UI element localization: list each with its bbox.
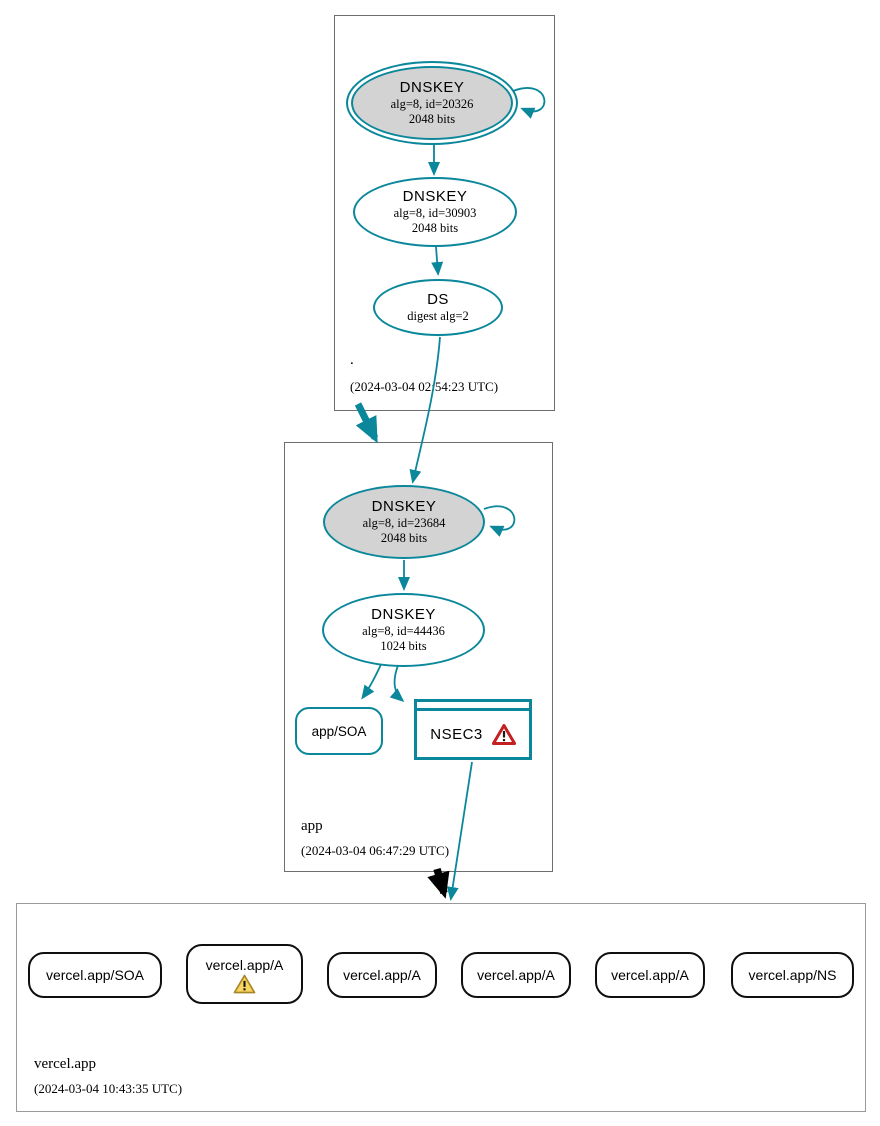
nsec3-header-strip (417, 702, 529, 711)
zone-timestamp-app: (2024-03-04 06:47:29 UTC) (301, 843, 450, 858)
node-rrset-vercel-a-2: vercel.app/A (327, 952, 437, 998)
rrset-label: vercel.app/A (611, 967, 689, 983)
warning-icon (233, 974, 256, 994)
node-title: DS (427, 290, 449, 308)
node-detail-bits: 1024 bits (380, 639, 427, 654)
rrset-label: app/SOA (311, 723, 367, 739)
rrset-label: vercel.app/A (343, 967, 421, 983)
zone-timestamp-vercel-app: (2024-03-04 10:43:35 UTC) (34, 1081, 183, 1096)
node-title: DNSKEY (402, 187, 468, 205)
zone-box-vercel-app (16, 903, 866, 1112)
node-title: DNSKEY (371, 605, 436, 623)
node-rrset-vercel-soa: vercel.app/SOA (28, 952, 162, 998)
node-detail-bits: 2048 bits (380, 531, 428, 546)
node-rrset-vercel-a-warning: vercel.app/A (186, 944, 303, 1004)
node-rrset-app-soa: app/SOA (295, 707, 383, 755)
node-dnskey-ksk-root: DNSKEY alg=8, id=20326 2048 bits (346, 61, 518, 145)
node-nsec3: NSEC3 (414, 699, 532, 760)
zone-timestamp-root: (2024-03-04 02:54:23 UTC) (350, 379, 499, 394)
error-icon (491, 723, 516, 745)
rrset-label: vercel.app/SOA (45, 967, 145, 983)
zone-label-app: app (301, 818, 323, 834)
rrset-label: vercel.app/NS (748, 967, 837, 983)
node-title: DNSKEY (371, 497, 437, 515)
zone-label-root: . (350, 352, 354, 368)
node-detail-algo: alg=8, id=30903 (393, 206, 477, 221)
zone-label-vercel-app: vercel.app (34, 1056, 97, 1072)
node-detail-bits: 2048 bits (411, 221, 459, 236)
rrset-label: vercel.app/A (205, 957, 284, 973)
node-detail-algo: alg=8, id=23684 (362, 516, 446, 531)
node-ds-root: DS digest alg=2 (373, 279, 503, 336)
node-title: DNSKEY (399, 78, 465, 96)
node-detail-algo: digest alg=2 (407, 309, 469, 324)
node-rrset-vercel-a-3: vercel.app/A (461, 952, 571, 998)
node-rrset-vercel-ns: vercel.app/NS (731, 952, 854, 998)
node-rrset-vercel-a-4: vercel.app/A (595, 952, 705, 998)
rrset-label: vercel.app/A (477, 967, 555, 983)
node-dnskey-zsk-root: DNSKEY alg=8, id=30903 2048 bits (353, 177, 517, 247)
node-dnskey-zsk-app: DNSKEY alg=8, id=44436 1024 bits (322, 593, 485, 667)
node-detail-bits: 2048 bits (408, 112, 456, 127)
node-dnskey-ksk-root-inner: DNSKEY alg=8, id=20326 2048 bits (351, 66, 513, 140)
node-detail-algo: alg=8, id=44436 (362, 624, 445, 639)
nsec3-label: NSEC3 (430, 725, 483, 743)
node-detail-algo: alg=8, id=20326 (390, 97, 474, 112)
edge-app-to-vercel-delegation (427, 867, 450, 899)
node-dnskey-ksk-app: DNSKEY alg=8, id=23684 2048 bits (323, 485, 485, 559)
